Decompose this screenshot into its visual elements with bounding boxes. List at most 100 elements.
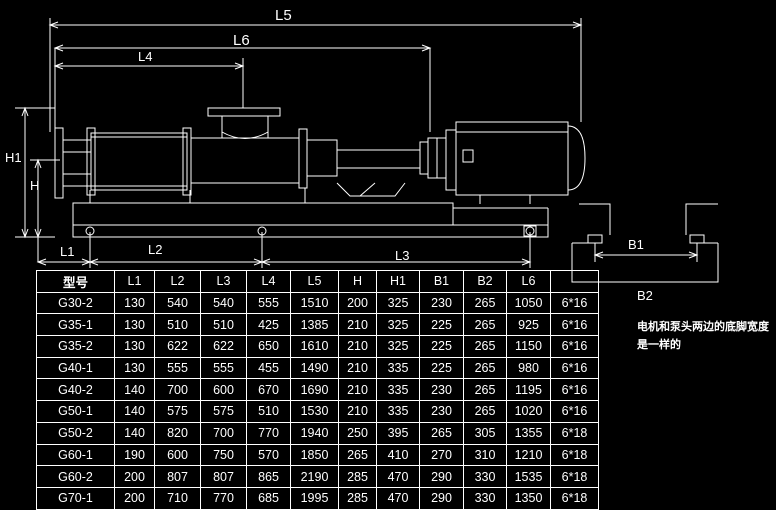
dim-label-l4: L4 — [138, 49, 152, 64]
value-cell: 130 — [114, 335, 155, 358]
value-cell: 210 — [338, 356, 377, 380]
table-header-cell: L3 — [200, 270, 247, 293]
model-cell: G40-1 — [36, 356, 115, 380]
value-cell: 555 — [246, 291, 291, 315]
value-cell: 265 — [463, 378, 507, 402]
value-cell: 622 — [154, 335, 201, 358]
value-cell: 6*16 — [550, 400, 599, 423]
value-cell: 6*16 — [550, 378, 599, 402]
model-cell: G35-2 — [36, 335, 115, 358]
value-cell: 250 — [338, 421, 377, 445]
value-cell: 865 — [246, 465, 291, 488]
value-cell: 395 — [376, 421, 420, 445]
model-cell: G50-1 — [36, 400, 115, 423]
table-header-cell — [550, 270, 599, 293]
value-cell: 6*18 — [550, 486, 599, 510]
model-cell: G40-2 — [36, 378, 115, 402]
value-cell: 510 — [200, 313, 247, 337]
dim-label-l5: L5 — [275, 7, 292, 24]
dim-label-l1: L1 — [60, 244, 74, 259]
value-cell: 1020 — [506, 400, 551, 423]
value-cell: 330 — [463, 486, 507, 510]
value-cell: 1995 — [290, 486, 339, 510]
dim-label-h: H — [30, 178, 39, 193]
value-cell: 225 — [419, 335, 464, 358]
value-cell: 335 — [376, 378, 420, 402]
table-header-cell: L1 — [114, 270, 155, 293]
value-cell: 622 — [200, 335, 247, 358]
model-cell: G30-2 — [36, 291, 115, 315]
value-cell: 200 — [114, 486, 155, 510]
value-cell: 540 — [200, 291, 247, 315]
value-cell: 325 — [376, 291, 420, 315]
value-cell: 925 — [506, 313, 551, 337]
value-cell: 200 — [338, 291, 377, 315]
table-header-cell: 型号 — [36, 270, 115, 293]
model-cell: G60-2 — [36, 465, 115, 488]
value-cell: 265 — [463, 313, 507, 337]
value-cell: 140 — [114, 378, 155, 402]
value-cell: 510 — [154, 313, 201, 337]
value-cell: 1350 — [506, 486, 551, 510]
value-cell: 6*18 — [550, 465, 599, 488]
value-cell: 1385 — [290, 313, 339, 337]
value-cell: 770 — [200, 486, 247, 510]
model-cell: G70-1 — [36, 486, 115, 510]
value-cell: 210 — [338, 335, 377, 358]
dimension-labels: L5 L6 L4 H1 H L1 L2 L3 B1 B2 — [5, 7, 653, 303]
value-cell: 230 — [419, 378, 464, 402]
model-cell: G50-2 — [36, 421, 115, 445]
value-cell: 210 — [338, 400, 377, 423]
value-cell: 335 — [376, 356, 420, 380]
value-cell: 470 — [376, 486, 420, 510]
value-cell: 325 — [376, 335, 420, 358]
model-cell: G35-1 — [36, 313, 115, 337]
value-cell: 6*16 — [550, 356, 599, 380]
value-cell: 265 — [463, 335, 507, 358]
value-cell: 1210 — [506, 443, 551, 467]
value-cell: 210 — [338, 378, 377, 402]
table-header-cell: L5 — [290, 270, 339, 293]
value-cell: 555 — [154, 356, 201, 380]
value-cell: 540 — [154, 291, 201, 315]
table-header-cell: L4 — [246, 270, 291, 293]
value-cell: 265 — [338, 443, 377, 467]
value-cell: 455 — [246, 356, 291, 380]
value-cell: 555 — [200, 356, 247, 380]
value-cell: 510 — [246, 400, 291, 423]
value-cell: 980 — [506, 356, 551, 380]
value-cell: 700 — [154, 378, 201, 402]
value-cell: 1530 — [290, 400, 339, 423]
pump-side-view — [54, 107, 586, 238]
value-cell: 1050 — [506, 291, 551, 315]
value-cell: 1490 — [290, 356, 339, 380]
foot-end-view — [571, 203, 719, 283]
value-cell: 265 — [463, 356, 507, 380]
value-cell: 6*16 — [550, 335, 599, 358]
value-cell: 330 — [463, 465, 507, 488]
value-cell: 1195 — [506, 378, 551, 402]
dim-label-l2: L2 — [148, 242, 162, 257]
value-cell: 575 — [200, 400, 247, 423]
value-cell: 140 — [114, 421, 155, 445]
dim-label-b2: B2 — [637, 288, 653, 303]
foot-width-note: 电机和泵头两边的底脚宽度是一样的 — [637, 320, 769, 351]
dim-label-l3: L3 — [395, 248, 409, 263]
value-cell: 570 — [246, 443, 291, 467]
table-header-cell: H — [338, 270, 377, 293]
value-cell: 410 — [376, 443, 420, 467]
value-cell: 470 — [376, 465, 420, 488]
value-cell: 650 — [246, 335, 291, 358]
value-cell: 265 — [419, 421, 464, 445]
